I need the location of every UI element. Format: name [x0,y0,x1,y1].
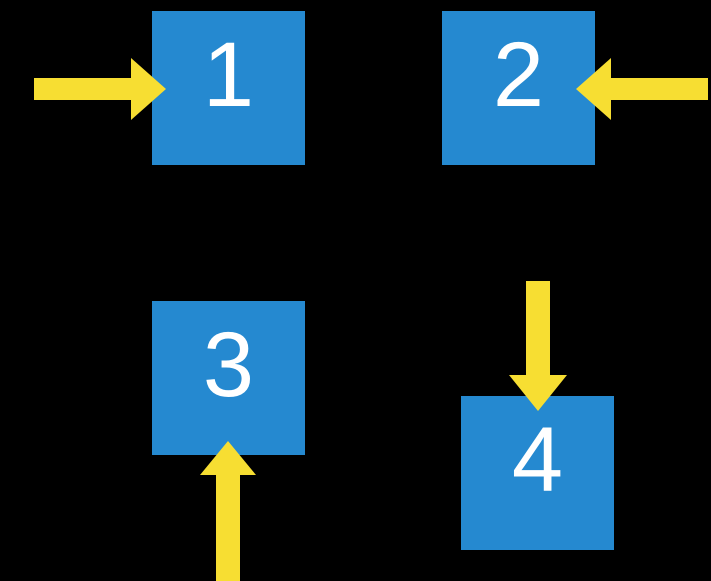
arrow-pointing-up-into-node-3 [200,441,256,581]
node-1-box[interactable] [152,11,305,165]
node-4-label: 4 [511,409,564,511]
node-3-box[interactable] [152,301,305,455]
node-2-box[interactable] [442,11,595,165]
arrow-pointing-left-into-node-2 [576,58,708,120]
node-2-label: 2 [492,24,545,126]
node-4-box[interactable] [461,396,614,550]
arrow-pointing-down-into-node-4 [509,281,567,411]
node-1-label: 1 [202,24,255,126]
node-3-label: 3 [202,314,255,416]
arrow-pointing-right-into-node-1 [34,58,166,120]
